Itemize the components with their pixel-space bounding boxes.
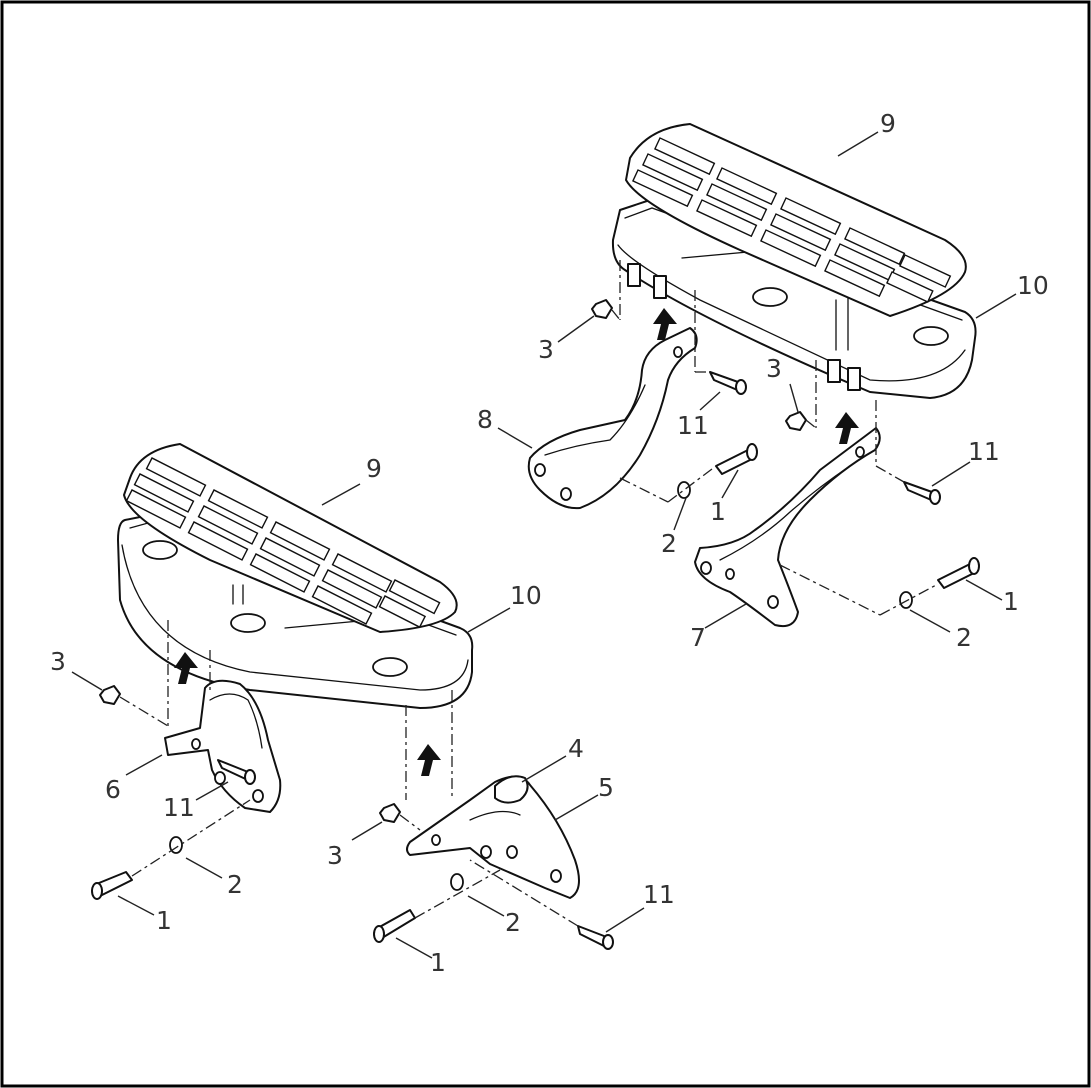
left-bracket-5 <box>406 775 580 899</box>
callout-labels: 9 10 3 6 11 2 1 3 4 5 2 1 11 9 10 3 3 11… <box>50 109 1049 977</box>
left-up-arrows <box>174 652 441 776</box>
callout-11-right-a: 11 <box>677 411 709 440</box>
callout-7: 7 <box>690 623 706 652</box>
left-footboard-assembly <box>91 443 614 950</box>
callout-6: 6 <box>105 775 121 804</box>
callout-2-left-b: 2 <box>505 908 521 937</box>
leader-lines <box>71 131 1017 959</box>
callout-1-right-b: 1 <box>1003 587 1019 616</box>
callout-8: 8 <box>477 405 493 434</box>
callout-9-right: 9 <box>880 109 896 138</box>
callout-3-left-a: 3 <box>50 647 66 676</box>
callout-1-left-b: 1 <box>430 948 446 977</box>
right-dashed-lines <box>611 260 939 616</box>
callout-3-right-a: 3 <box>538 335 554 364</box>
right-bracket-7 <box>694 427 881 628</box>
right-fasteners <box>591 299 980 609</box>
left-fasteners <box>91 685 614 950</box>
right-up-arrows <box>653 308 859 444</box>
callout-1-right-a: 1 <box>710 497 726 526</box>
callout-10-right: 10 <box>1017 271 1049 300</box>
callout-11-left-b: 11 <box>643 880 675 909</box>
left-rubber-pad <box>123 443 458 633</box>
callout-11-left-a: 11 <box>163 793 195 822</box>
callout-3-left-b: 3 <box>327 841 343 870</box>
right-footboard-assembly <box>527 123 980 628</box>
callout-2-right-a: 2 <box>661 529 677 558</box>
left-dashed-lines <box>119 620 579 927</box>
callout-4: 4 <box>568 734 584 763</box>
left-floorboard-pan <box>117 514 474 709</box>
right-bracket-8 <box>527 327 698 510</box>
callout-5: 5 <box>598 773 614 802</box>
callout-3-right-b: 3 <box>766 354 782 383</box>
callout-10-left: 10 <box>510 581 542 610</box>
right-rubber-pad <box>625 123 967 317</box>
callout-2-right-b: 2 <box>956 623 972 652</box>
callout-11-right-b: 11 <box>968 437 1000 466</box>
callout-9-left: 9 <box>366 454 382 483</box>
right-floorboard-pan <box>611 199 977 399</box>
callout-2-left-a: 2 <box>227 870 243 899</box>
callout-1-left-a: 1 <box>156 906 172 935</box>
